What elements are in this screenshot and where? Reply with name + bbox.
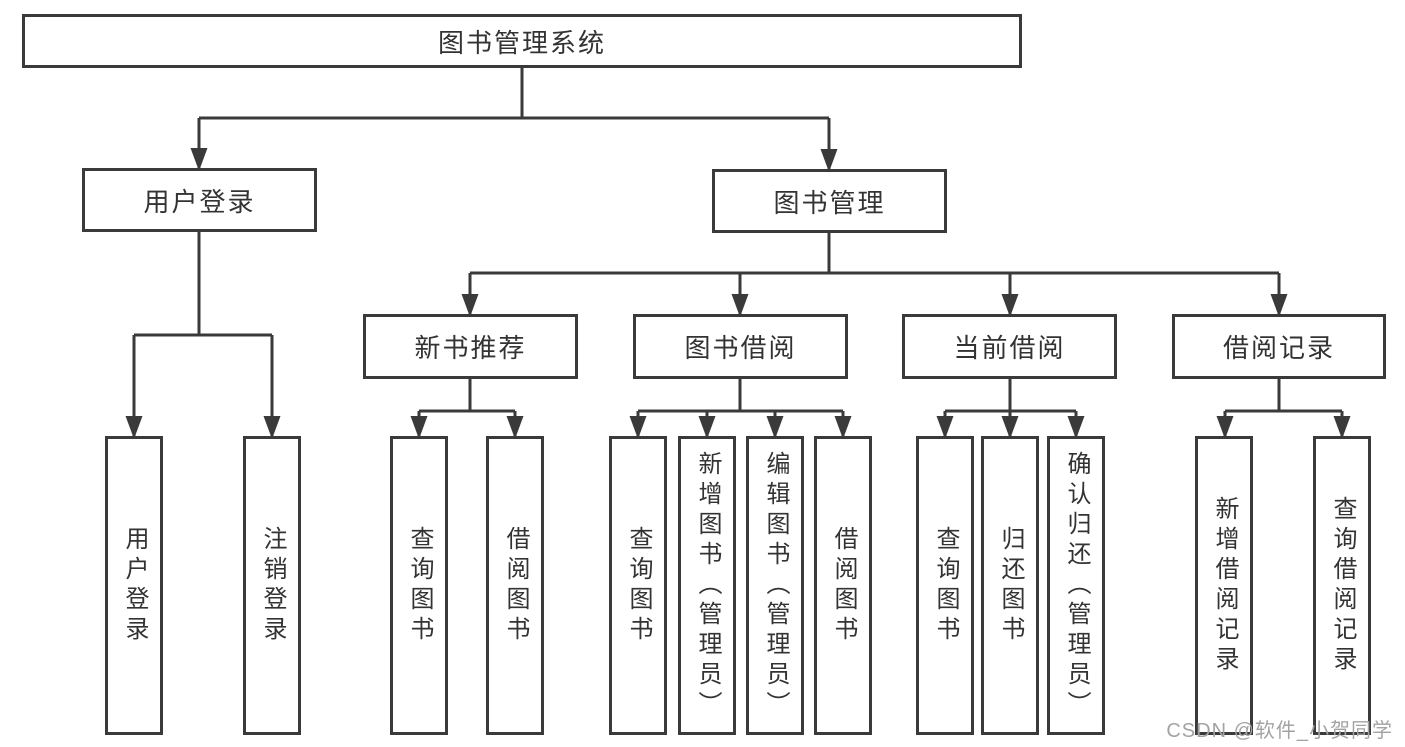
leaf-query-borrow-record: 查询借阅记录 <box>1313 436 1371 735</box>
node-user-login: 用户登录 <box>82 168 317 232</box>
leaf-label: 新增图书（管理员） <box>694 450 721 721</box>
node-label: 图书借阅 <box>684 333 797 363</box>
leaf-borrow-books: 借阅图书 <box>814 436 872 735</box>
leaf-confirm-return-admin: 确认归还（管理员） <box>1047 436 1105 735</box>
leaf-borrow-books-recommend: 借阅图书 <box>486 436 544 735</box>
leaf-label: 编辑图书（管理员） <box>762 450 789 721</box>
leaf-add-book-admin: 新增图书（管理员） <box>678 436 736 735</box>
leaf-label: 借阅图书 <box>502 525 529 646</box>
leaf-label: 借阅图书 <box>830 525 857 646</box>
leaf-add-borrow-record: 新增借阅记录 <box>1195 436 1253 735</box>
leaf-label: 查询图书 <box>625 525 652 646</box>
leaf-label: 查询图书 <box>932 525 959 646</box>
csdn-watermark: CSDN @软件_小贺同学 <box>1166 720 1393 742</box>
leaf-query-books-borrow: 查询图书 <box>609 436 667 735</box>
node-root-library-system: 图书管理系统 <box>22 14 1022 68</box>
leaf-edit-book-admin: 编辑图书（管理员） <box>746 436 804 735</box>
node-label: 借阅记录 <box>1222 333 1335 363</box>
node-label: 新书推荐 <box>414 333 527 363</box>
leaf-query-books-current: 查询图书 <box>916 436 974 735</box>
leaf-label: 归还图书 <box>997 525 1024 646</box>
node-current-borrow: 当前借阅 <box>902 314 1117 379</box>
node-new-book-recommend: 新书推荐 <box>363 314 578 379</box>
leaf-return-book: 归还图书 <box>981 436 1039 735</box>
leaf-label: 注销登录 <box>259 525 286 646</box>
leaf-user-login: 用户登录 <box>105 436 163 735</box>
leaf-label: 新增借阅记录 <box>1211 495 1238 676</box>
leaf-label: 查询借阅记录 <box>1329 495 1356 676</box>
leaf-label: 确认归还（管理员） <box>1063 450 1090 721</box>
node-borrow-records: 借阅记录 <box>1172 314 1386 379</box>
node-label: 当前借阅 <box>953 333 1066 363</box>
arrowheads <box>125 148 1351 439</box>
node-label: 用户登录 <box>143 186 256 217</box>
node-book-management: 图书管理 <box>712 169 947 233</box>
leaf-logout: 注销登录 <box>243 436 301 735</box>
leaf-query-books-recommend: 查询图书 <box>390 436 448 735</box>
node-book-borrow: 图书借阅 <box>633 314 848 379</box>
node-label: 图书管理系统 <box>437 27 606 58</box>
leaf-label: 查询图书 <box>406 525 433 646</box>
leaf-label: 用户登录 <box>121 525 148 646</box>
node-label: 图书管理 <box>773 187 886 218</box>
